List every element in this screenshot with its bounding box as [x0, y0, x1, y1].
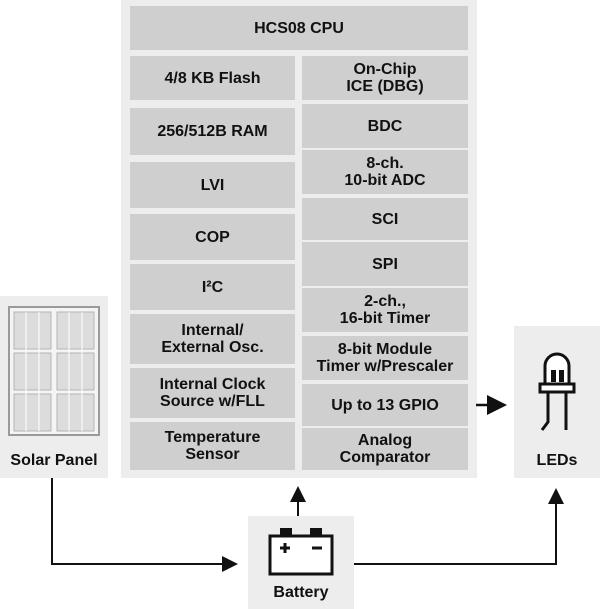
- cop-block: COP: [130, 214, 295, 260]
- adc-block: 8-ch. 10-bit ADC: [302, 150, 468, 194]
- temp-sensor-block: Temperature Sensor: [130, 422, 295, 470]
- battery-to-leds-arrow: [354, 488, 564, 565]
- battery-icon: [268, 528, 334, 576]
- solar-to-battery-arrow: [51, 478, 238, 572]
- sci-block: SCI: [302, 198, 468, 240]
- leds-box: [514, 326, 600, 478]
- led-icon: [538, 352, 576, 431]
- mtim-block: 8-bit Module Timer w/Prescaler: [302, 336, 468, 380]
- battery-label: Battery: [273, 584, 329, 601]
- ram-block: 256/512B RAM: [130, 108, 295, 155]
- timer-block: 2-ch., 16-bit Timer: [302, 288, 468, 332]
- solar-panel-label: Solar Panel: [10, 452, 98, 469]
- solar-panel-icon: [8, 306, 100, 436]
- i2c-block: I²C: [130, 264, 295, 310]
- osc-block: Internal/ External Osc.: [130, 314, 295, 364]
- leds-label: LEDs: [536, 452, 578, 469]
- spi-block: SPI: [302, 242, 468, 286]
- comparator-block: Analog Comparator: [302, 428, 468, 470]
- icsfll-block: Internal Clock Source w/FLL: [130, 368, 295, 418]
- bdc-block: BDC: [302, 104, 468, 148]
- ice-block: On-Chip ICE (DBG): [302, 56, 468, 100]
- lvi-block: LVI: [130, 162, 295, 208]
- flash-block: 4/8 KB Flash: [130, 56, 295, 100]
- cpu-block: HCS08 CPU: [130, 6, 468, 50]
- gpio-block: Up to 13 GPIO: [302, 384, 468, 426]
